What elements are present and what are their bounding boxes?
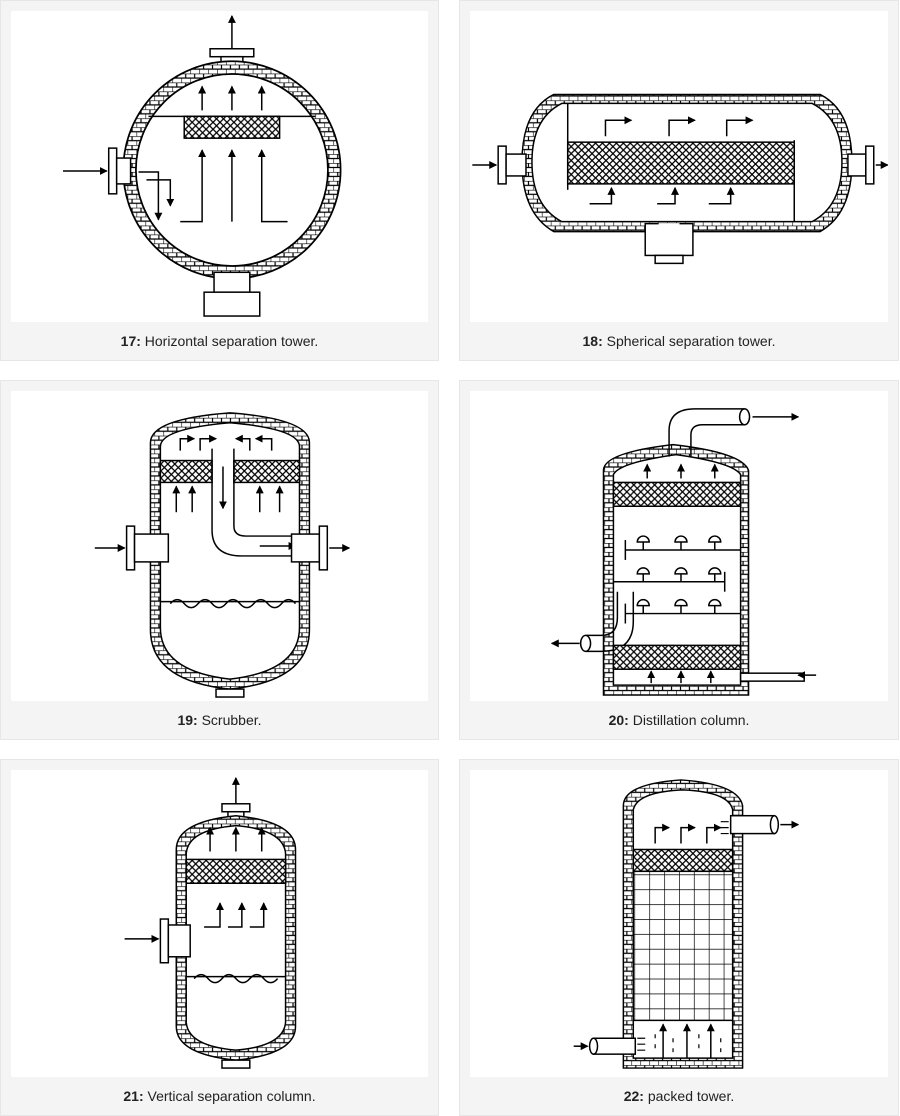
top-flange [209, 48, 255, 58]
overhead-pipe [668, 408, 745, 457]
drain-nozzle [215, 688, 245, 698]
figure-card-18: 18: Spherical separation tower. [459, 0, 899, 361]
outlet-flange [865, 145, 875, 185]
mist-eliminator-pad [566, 141, 796, 185]
scrubber-diagram [11, 391, 428, 701]
figure-caption: 19: Scrubber. [177, 712, 262, 728]
central-downcomer [211, 448, 300, 557]
outlet-flange [318, 525, 329, 571]
top-packing [612, 481, 742, 508]
mist-pad-right [233, 459, 301, 484]
inlet-pipe [592, 1037, 637, 1055]
inlet-flange [497, 145, 507, 185]
diagram-svg-17 [63, 14, 342, 317]
figure-card-19: 19: Scrubber. [0, 380, 439, 740]
packing-bed [632, 870, 734, 1022]
vertical-separation-column-diagram [11, 770, 428, 1077]
figure-caption: 22: packed tower. [623, 1088, 735, 1104]
inlet-flange [107, 147, 118, 195]
diagram-svg-22 [573, 779, 800, 1069]
figure-card-17: 17: Horizontal separation tower. [0, 0, 439, 361]
packed-tower-diagram [470, 770, 888, 1077]
drain-nozzle [221, 1059, 251, 1069]
figure-card-22: 22: packed tower. [459, 759, 899, 1116]
tray-3 [624, 598, 741, 624]
tray-2 [613, 567, 726, 592]
bottom-flange [203, 291, 261, 317]
side-draw-pipe [585, 591, 619, 637]
distillation-column-diagram [470, 391, 888, 701]
inlet-nozzle [115, 157, 132, 185]
figure-caption: 17: Horizontal separation tower. [120, 333, 319, 349]
figure-card-21: 21: Vertical separation column. [0, 759, 439, 1116]
outlet-pipe [729, 814, 776, 835]
mist-eliminator-pad [632, 848, 734, 873]
top-flange [221, 803, 251, 813]
diagram-svg-19 [94, 412, 351, 698]
bottom-nozzle [213, 271, 251, 293]
bottom-packing [612, 644, 742, 670]
tray-1 [624, 535, 741, 560]
inlet-flange [159, 918, 170, 964]
inlet-flange [125, 525, 136, 571]
mist-pad-left [159, 459, 213, 484]
mist-eliminator-pad [185, 858, 287, 885]
bottom-flange [654, 254, 684, 265]
diagram-svg-20 [550, 408, 817, 696]
figure-caption: 21: Vertical separation column. [123, 1088, 316, 1104]
feed-inlet [739, 672, 805, 682]
horizontal-separation-tower-diagram [11, 11, 428, 322]
figure-caption: 20: Distillation column. [608, 712, 750, 728]
figure-card-20: 20: Distillation column. [459, 380, 899, 740]
mist-eliminator-pad [183, 115, 281, 139]
diagram-svg-18 [472, 93, 888, 265]
figure-caption: 18: Spherical separation tower. [582, 333, 776, 349]
diagram-svg-21 [124, 776, 297, 1069]
spherical-separation-tower-diagram [470, 11, 888, 322]
